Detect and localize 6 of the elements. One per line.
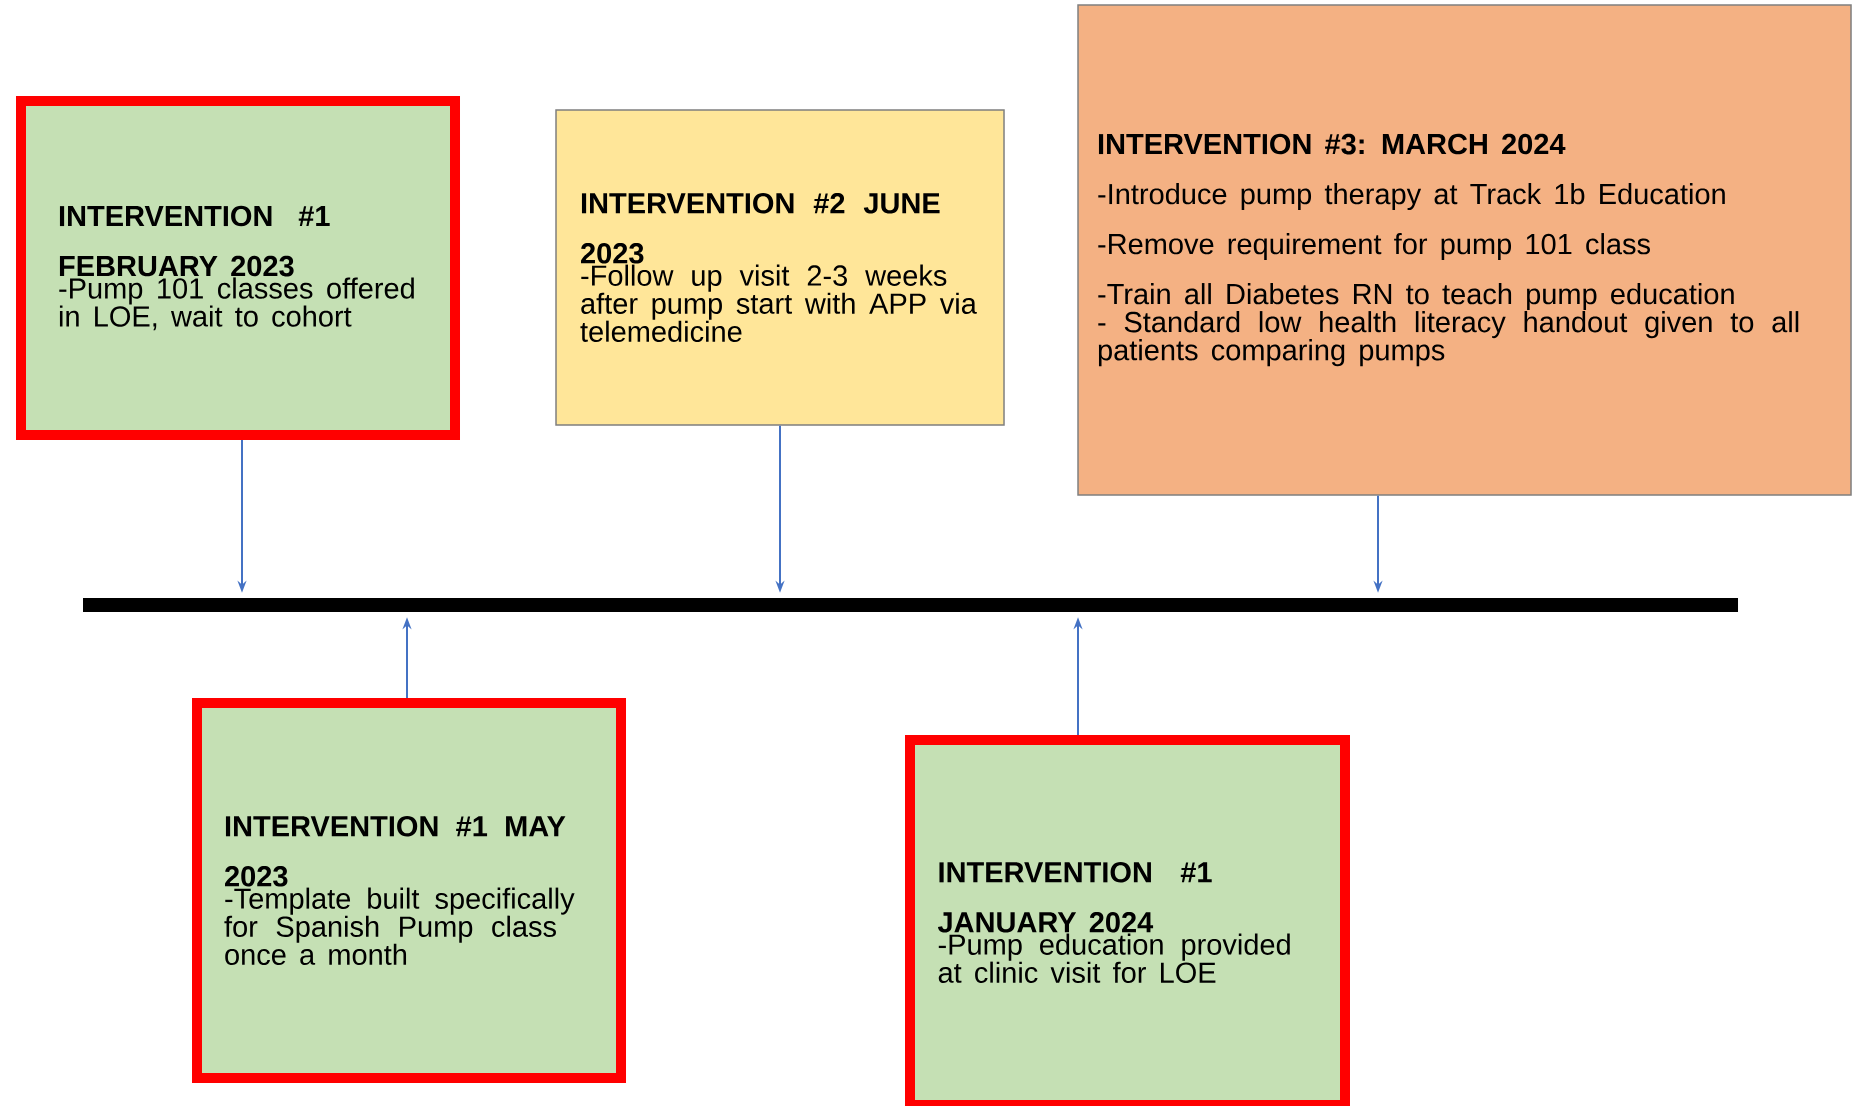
intervention-box: INTERVENTION #1 JANUARY 2024 -Pump education provided at clinic visit for LOE bbox=[905, 735, 1350, 1106]
intervention-box: INTERVENTION #3: MARCH 2024 -Introduce pump therapy at Track 1b Education -Remove requirement for pump 101 class -Train all Diabetes RN to teach pump education - Standard low health literacy handout given to all patients comparing pumps bbox=[1077, 4, 1852, 496]
intervention-box: INTERVENTION #2 JUNE 2023 -Follow up visit 2-3 weeks after pump start with APP via telemedicine bbox=[555, 109, 1005, 426]
timeline-bar bbox=[83, 598, 1738, 612]
intervention-box: INTERVENTION #1 MAY 2023 -Template built specifically for Spanish Pump class once a month bbox=[192, 698, 626, 1083]
intervention-box: INTERVENTION #1 FEBRUARY 2023 -Pump 101 classes offered in LOE, wait to cohort bbox=[16, 96, 460, 440]
